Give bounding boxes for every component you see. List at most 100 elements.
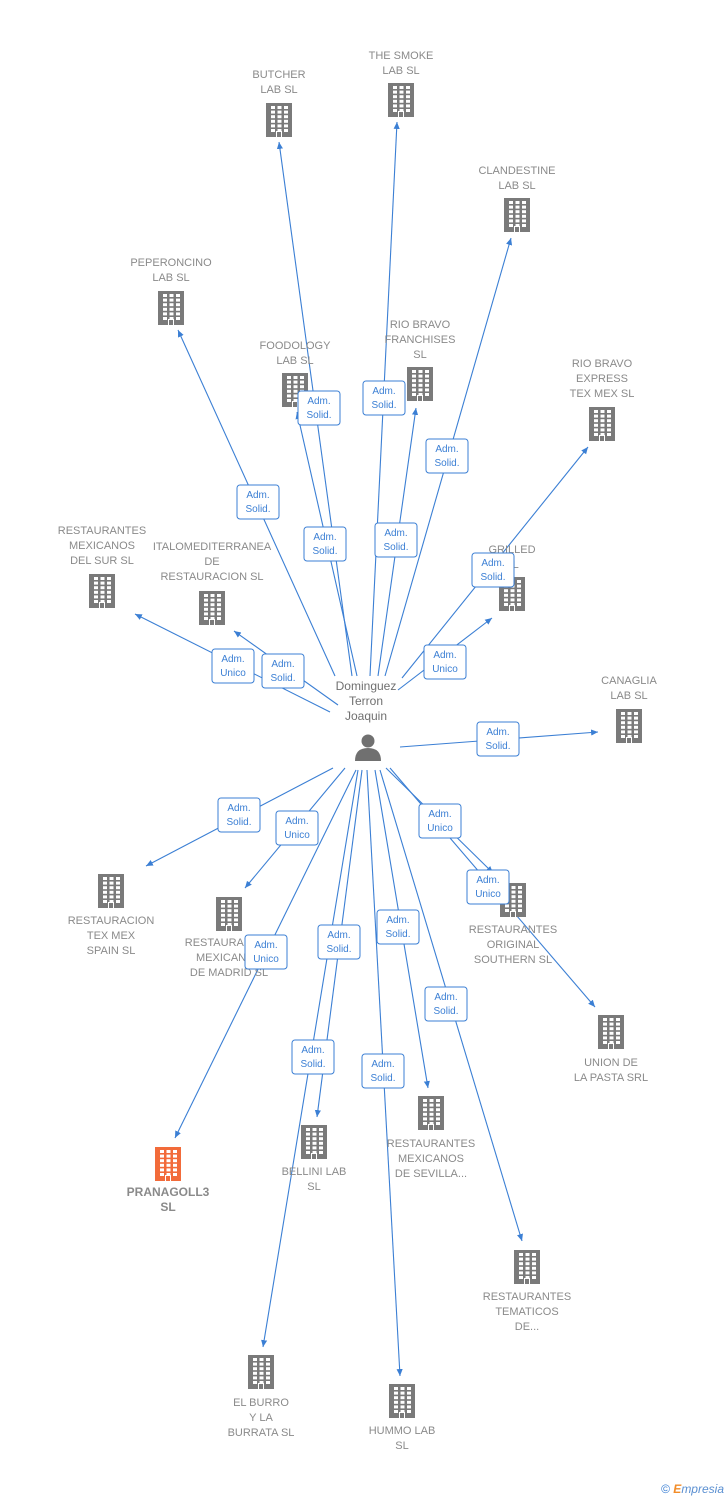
building-icon (248, 1355, 274, 1389)
edge-label-box[interactable] (244, 934, 288, 970)
edge-label-box[interactable] (466, 869, 510, 905)
edge-label-text: Adm. (434, 992, 457, 1003)
edge-label-smoke[interactable]: Adm.Solid. (362, 380, 406, 416)
edge-label-butcher[interactable]: Adm.Solid. (297, 390, 341, 426)
node-label: PEPERONCINO (130, 257, 212, 269)
edge-label-box[interactable] (418, 803, 462, 839)
edge-label-text: Adm. (313, 532, 336, 543)
building-icon (155, 1147, 181, 1181)
node-label: DE (204, 556, 219, 568)
edge-label-box[interactable] (217, 797, 261, 833)
edge-label-mexsur[interactable]: Adm.Unico (211, 648, 255, 684)
edge-label-box[interactable] (236, 484, 280, 520)
edge-label-box[interactable] (317, 924, 361, 960)
edge-label-mexsevilla[interactable]: Adm.Solid. (376, 909, 420, 945)
node-label: RIO BRAVO (390, 319, 451, 331)
node-peperoncino[interactable]: PEPERONCINO LAB SL (130, 257, 212, 325)
edge-label-box[interactable] (275, 810, 319, 846)
node-tematicos[interactable]: RESTAURANTESTEMATICOSDE... (483, 1250, 571, 1333)
watermark: © Empresia (661, 1482, 724, 1496)
node-label: SL (160, 1200, 175, 1214)
edge-label-text: Adm. (221, 654, 244, 665)
edge-label-grilled[interactable]: Adm.Unico (423, 644, 467, 680)
edge-label-box[interactable] (362, 380, 406, 416)
copyright-icon: © (661, 1482, 670, 1496)
edge-label-box[interactable] (423, 644, 467, 680)
edge-label-burro[interactable]: Adm.Solid. (291, 1039, 335, 1075)
building-icon (158, 291, 184, 325)
edge-label-box[interactable] (211, 648, 255, 684)
node-label: BURRATA SL (228, 1427, 295, 1439)
node-label: CANAGLIA (601, 675, 657, 687)
edge-label-bellini[interactable]: Adm.Solid. (317, 924, 361, 960)
edge-label-tematicos[interactable]: Adm.Solid. (424, 986, 468, 1022)
edge-label-box[interactable] (424, 986, 468, 1022)
node-label: Y LA (249, 1412, 273, 1424)
building-icon (216, 897, 242, 931)
node-label: RESTAURANTES (58, 525, 146, 537)
node-label: ITALOMEDITERRANEA (153, 541, 272, 553)
edge-label-text: Adm. (254, 940, 277, 951)
edge-label-box[interactable] (361, 1053, 405, 1089)
node-label: RESTAURACION (68, 915, 155, 927)
edge-label-riobravo[interactable]: Adm.Solid. (374, 522, 418, 558)
edge-label-foodology[interactable]: Adm. Solid. (303, 526, 347, 562)
edge-label-box[interactable] (471, 552, 515, 588)
edge-label-italomed[interactable]: Adm.Solid. (261, 653, 305, 689)
edge-label-clandestine[interactable]: Adm.Solid. (425, 438, 469, 474)
building-icon (98, 874, 124, 908)
edge-label-text: Adm. (307, 396, 330, 407)
building-icon (301, 1125, 327, 1159)
building-icon (407, 367, 433, 401)
edge-label-box[interactable] (476, 721, 520, 757)
edge-label-box[interactable] (261, 653, 305, 689)
building-icon (504, 198, 530, 232)
edge-label-text: Solid. (312, 546, 337, 557)
edge-label-mexmadrid[interactable]: Adm.Unico (275, 810, 319, 846)
building-icon (598, 1015, 624, 1049)
edge-label-pranagoll[interactable]: Adm.Unico (244, 934, 288, 970)
edge-label-unionpasta[interactable]: Adm.Unico (466, 869, 510, 905)
node-label: EXPRESS (576, 373, 628, 385)
edge-label-riobravoexpress[interactable]: Adm.Solid. (471, 552, 515, 588)
edge-label-text: Adm. (227, 803, 250, 814)
edge-label-peperoncino[interactable]: Adm.Solid. (236, 484, 280, 520)
edge-label-box[interactable] (297, 390, 341, 426)
edge-label-box[interactable] (291, 1039, 335, 1075)
node-label: TEX MEX (87, 930, 136, 942)
edge-label-text: Unico (475, 889, 501, 900)
edge-label-texmexspain[interactable]: Adm. Solid. (217, 797, 261, 833)
node-label: BELLINI LAB (282, 1166, 347, 1178)
edge-label-box[interactable] (376, 909, 420, 945)
edge-label-text: Solid. (226, 817, 251, 828)
edge-label-text: Adm. (433, 650, 456, 661)
edge-label-canaglia[interactable]: Adm.Solid. (476, 721, 520, 757)
edge-label-hummo[interactable]: Adm.Solid. (361, 1053, 405, 1089)
edge-label-original[interactable]: Adm.Unico (418, 803, 462, 839)
node-label: LAB SL (152, 272, 189, 284)
edge-label-box[interactable] (425, 438, 469, 474)
node-label: RIO BRAVO (572, 358, 633, 370)
edge-label-box[interactable] (303, 526, 347, 562)
edge-label-box[interactable] (374, 522, 418, 558)
building-icon (389, 1384, 415, 1418)
node-label: ORIGINAL (487, 939, 540, 951)
